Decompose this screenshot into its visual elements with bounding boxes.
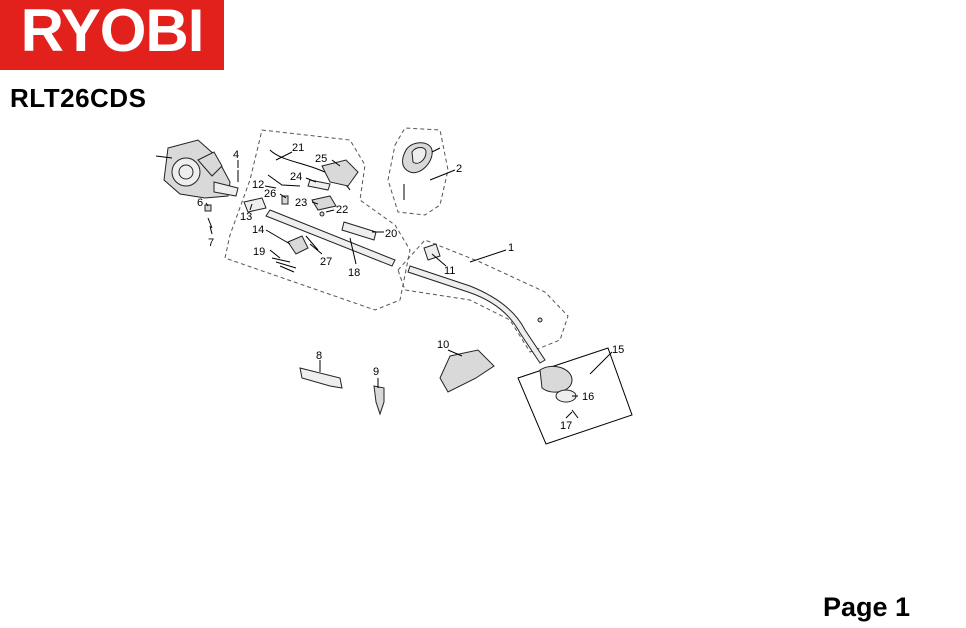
page-number: Page 1 [823, 592, 911, 622]
callout-18: 18 [348, 267, 360, 279]
wire-12 [267, 174, 301, 187]
ryobi-logo: RYOBI [0, 0, 224, 70]
callout-11: 11 [444, 265, 455, 277]
blade-9 [373, 385, 385, 416]
screw-22 [319, 211, 325, 217]
engine-part [155, 139, 239, 199]
callout-12: 12 [252, 179, 264, 191]
callout-10: 10 [437, 339, 449, 351]
screw-27 [305, 235, 319, 251]
spring-24 [307, 179, 331, 191]
callout-19: 19 [253, 246, 265, 258]
callout-16: 16 [582, 391, 594, 403]
callout-14: 14 [252, 224, 264, 236]
callout-7: 7 [208, 237, 214, 249]
callout-15: 15 [612, 344, 624, 356]
callout-22: 22 [336, 204, 348, 216]
callout-8: 8 [316, 350, 322, 362]
callout-21: 21 [292, 142, 304, 154]
callout-4: 4 [233, 149, 239, 161]
line-17 [571, 409, 579, 419]
callout-24: 24 [290, 171, 302, 183]
callout-2: 2 [456, 163, 462, 175]
loop-handle-part [402, 142, 441, 200]
model-title: RLT26CDS [10, 83, 147, 113]
coupler-11 [423, 243, 441, 261]
drive-shaft-1 [407, 265, 546, 364]
callout-9: 9 [373, 366, 379, 378]
callout-26: 26 [264, 188, 276, 200]
callout-20: 20 [385, 228, 397, 240]
wrench-8 [299, 367, 343, 389]
housing-25 [321, 159, 359, 187]
callout-6: 6 [197, 197, 203, 209]
nut-6 [204, 204, 212, 212]
trimmer-head-box [517, 347, 633, 445]
callout-23: 23 [295, 197, 307, 209]
callout-25: 25 [315, 153, 327, 165]
pin-26 [281, 195, 289, 205]
callout-1: 1 [508, 242, 514, 254]
grip-20 [341, 221, 377, 241]
drive-shaft-outline [397, 239, 569, 353]
handle-14 [287, 235, 309, 255]
tube-13 [243, 197, 267, 213]
screw-7 [207, 217, 213, 229]
callout-13: 13 [240, 211, 252, 223]
callout-27: 27 [320, 256, 332, 268]
logo-text: RYOBI [20, 0, 205, 64]
trimmer-head-15 [539, 365, 573, 393]
shaft-18 [265, 209, 396, 267]
guard-10 [439, 349, 495, 393]
handle-assembly-outline [224, 129, 411, 311]
screw-shaft [537, 317, 543, 323]
hardware-19 [271, 257, 297, 273]
trigger-23 [311, 195, 337, 211]
callout-17: 17 [560, 420, 572, 432]
loop-handle-outline [387, 127, 449, 216]
